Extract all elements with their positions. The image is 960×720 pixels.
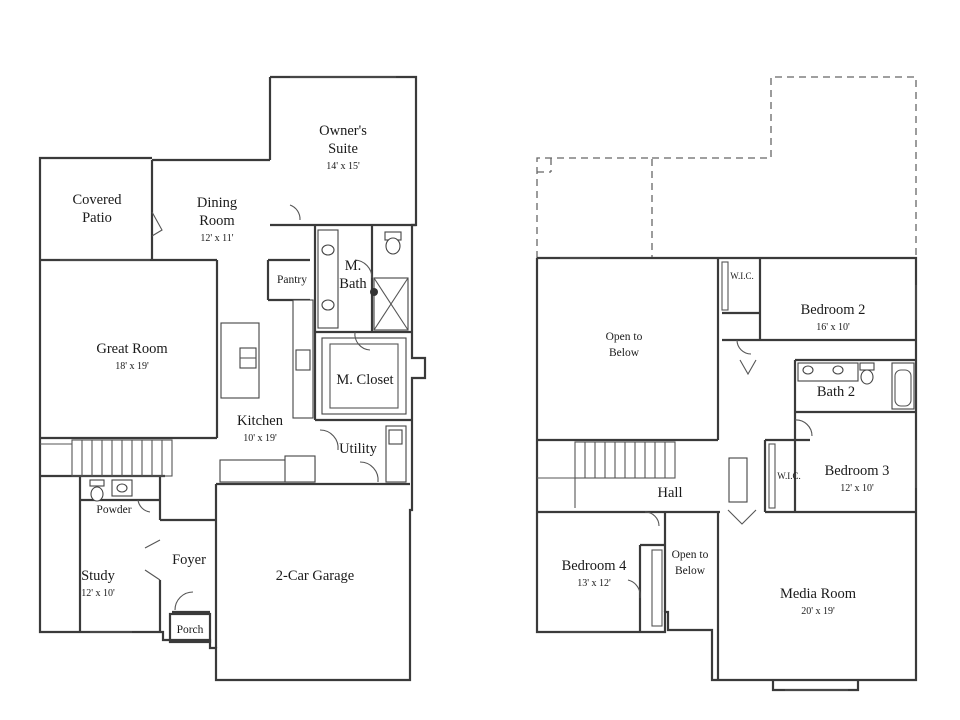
study-dim: 12' x 10' bbox=[81, 588, 115, 599]
second-floor-outline bbox=[535, 256, 918, 692]
sink-icon bbox=[832, 365, 844, 375]
covered-patio-label: Covered bbox=[72, 192, 122, 208]
bedroom4-door[interactable] bbox=[627, 579, 641, 599]
study-label: Study bbox=[81, 568, 116, 584]
utility-label: Utility bbox=[339, 441, 378, 457]
sink-icon bbox=[802, 365, 814, 375]
media-room-label: Media Room bbox=[780, 586, 857, 602]
media-room-door[interactable] bbox=[727, 509, 757, 525]
wic-label-2: W.I.C. bbox=[777, 471, 800, 481]
sink-icon bbox=[321, 244, 335, 256]
patio-door[interactable] bbox=[151, 211, 163, 237]
open-to-below-label-b-2: Below bbox=[675, 565, 706, 577]
garage-door[interactable] bbox=[359, 461, 379, 483]
second-floor-stairs bbox=[537, 441, 676, 508]
bedroom3-dim: 12' x 10' bbox=[840, 483, 874, 494]
wic-label: W.I.C. bbox=[730, 271, 753, 281]
toilet-icon bbox=[860, 369, 874, 385]
bedroom3-door[interactable] bbox=[794, 419, 813, 437]
hall-label: Hall bbox=[658, 485, 683, 501]
bath2-label: Bath 2 bbox=[817, 384, 855, 400]
first-floor-stairs bbox=[40, 439, 173, 477]
bath2-vanity bbox=[797, 362, 859, 382]
bath-door[interactable] bbox=[354, 259, 373, 279]
owners-suite-label-2: Suite bbox=[328, 141, 358, 157]
m-closet-label: M. Closet bbox=[336, 372, 393, 388]
great-room-label: Great Room bbox=[96, 341, 168, 357]
open-to-below-label: Open to bbox=[606, 331, 643, 343]
kitchen-dim: 10' x 19' bbox=[243, 433, 277, 444]
bedroom2-label: Bedroom 2 bbox=[801, 302, 866, 318]
pantry-label: Pantry bbox=[277, 274, 307, 286]
utility-door[interactable] bbox=[319, 429, 339, 451]
owners-suite-label: Owner's bbox=[319, 123, 367, 139]
powder-label: Powder bbox=[96, 504, 131, 516]
roof-outline bbox=[536, 157, 653, 258]
bedroom3-label: Bedroom 3 bbox=[825, 463, 890, 479]
bedroom2-door[interactable] bbox=[739, 359, 757, 376]
range-icon bbox=[295, 349, 311, 371]
open-to-below-label-2: Below bbox=[609, 347, 640, 359]
first-floor-plan: Owner's Suite 14' x 15' Covered Patio Di… bbox=[38, 75, 427, 682]
great-room-dim: 18' x 19' bbox=[115, 361, 149, 372]
kitchen-label: Kitchen bbox=[237, 413, 284, 429]
media-room-dim: 20' x 19' bbox=[801, 606, 835, 617]
covered-patio-label-2: Patio bbox=[82, 210, 112, 226]
bedroom2-dim: 16' x 10' bbox=[816, 322, 850, 333]
toilet-icon bbox=[90, 486, 104, 502]
first-floor-outline bbox=[38, 75, 427, 682]
hall-railing bbox=[728, 457, 748, 503]
second-floor-plan: Open to Below W.I.C. Bedroom 2 16' x 10'… bbox=[535, 76, 918, 692]
bedroom4-hall-door[interactable] bbox=[644, 511, 660, 527]
bedroom4-dim: 13' x 12' bbox=[577, 578, 611, 589]
open-to-below-label-b: Open to bbox=[672, 549, 709, 561]
closet-door[interactable] bbox=[354, 331, 371, 351]
toilet-icon bbox=[385, 237, 401, 255]
garage-label: 2-Car Garage bbox=[276, 568, 355, 584]
owners-suite-dim: 14' x 15' bbox=[326, 161, 360, 172]
powder-door[interactable] bbox=[137, 499, 151, 513]
m-bath-label: M. bbox=[345, 258, 362, 274]
suite-door[interactable] bbox=[289, 204, 301, 221]
dining-room-label-2: Room bbox=[199, 213, 235, 229]
dining-room-label: Dining bbox=[197, 195, 237, 211]
front-door[interactable] bbox=[174, 591, 194, 611]
sink-icon bbox=[321, 299, 335, 311]
foyer-label: Foyer bbox=[172, 552, 206, 568]
wic-door[interactable] bbox=[736, 339, 752, 355]
m-bath-label-2: Bath bbox=[339, 276, 367, 292]
study-door[interactable] bbox=[144, 539, 161, 581]
bedroom4-label: Bedroom 4 bbox=[562, 558, 628, 574]
shower-head-icon bbox=[370, 288, 378, 296]
closet-shelving bbox=[321, 337, 407, 415]
bathtub-icon bbox=[891, 362, 915, 410]
porch-label: Porch bbox=[177, 624, 204, 636]
dining-room-dim: 12' x 11' bbox=[200, 233, 233, 244]
kitchen-island bbox=[220, 322, 260, 399]
